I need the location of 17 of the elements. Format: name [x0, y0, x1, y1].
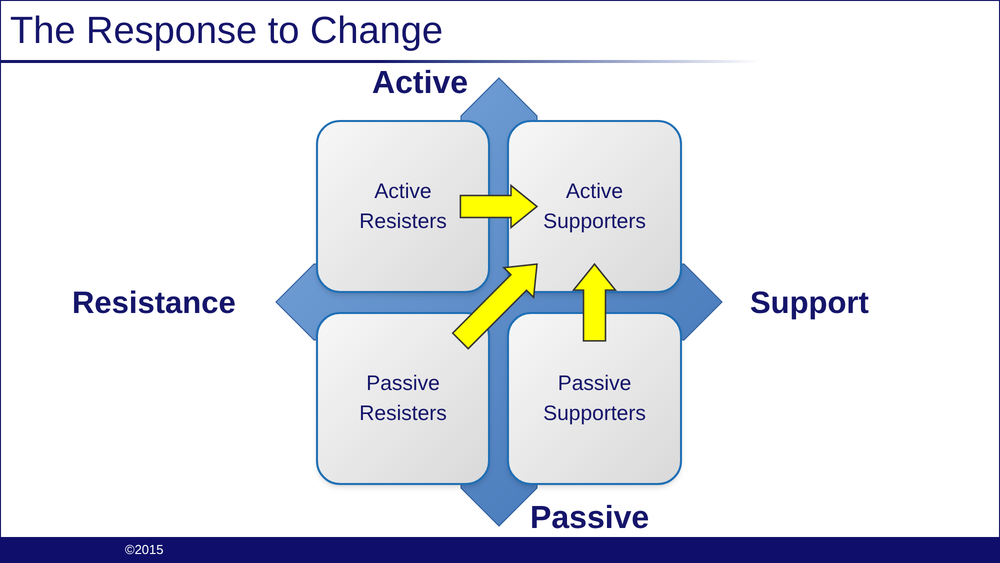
- copyright-text: ©2015: [125, 541, 164, 559]
- quadrant-label: Active Resisters: [358, 178, 448, 234]
- axis-label: Support: [750, 284, 869, 322]
- axis-label: Resistance: [72, 284, 236, 322]
- quadrant-label: Active Supporters: [542, 178, 647, 234]
- quadrant-label: Passive Supporters: [542, 370, 647, 426]
- quadrant-label: Passive Resisters: [358, 370, 448, 426]
- axis-label: Passive: [530, 498, 650, 537]
- quadrant-box: [316, 120, 490, 293]
- block-arrow: [452, 263, 538, 350]
- slide-title: The Response to Change: [10, 9, 444, 54]
- quadrant-box: [507, 120, 682, 293]
- block-arrow: [572, 262, 618, 342]
- quadrant-box: [507, 312, 682, 485]
- block-arrow: [460, 184, 538, 230]
- quadrant-box: [316, 312, 490, 485]
- axis-label: Active: [372, 63, 468, 102]
